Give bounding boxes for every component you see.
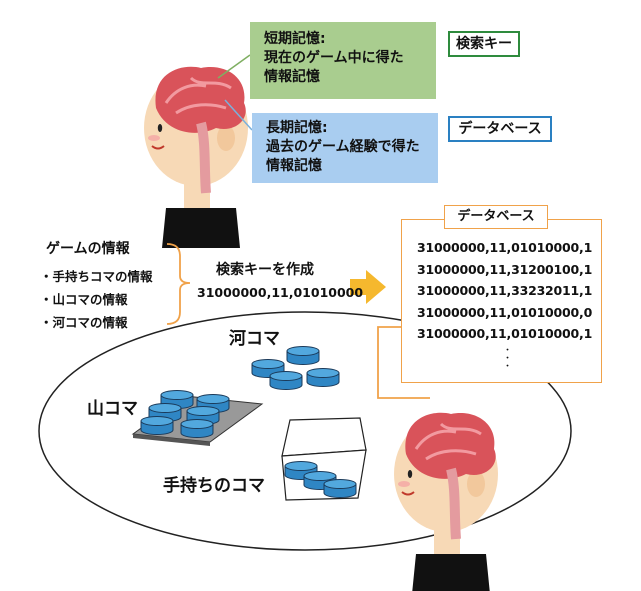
game-info-title: ゲームの情報 bbox=[46, 241, 130, 257]
long-term-connector bbox=[224, 99, 253, 131]
database-row: 31000000,11,01010000,0 bbox=[417, 304, 593, 320]
database-tag: データベース bbox=[448, 116, 552, 142]
bottom-head-illustration bbox=[394, 413, 498, 591]
river-tiles bbox=[251, 346, 340, 390]
mountain-label: 山コマ bbox=[87, 399, 138, 419]
database-panel-title: データベース bbox=[444, 205, 548, 229]
database-row: 31000000,11,33232011,1 bbox=[417, 283, 593, 298]
short-term-line: 短期記憶: bbox=[264, 31, 326, 47]
short-term-line: 現在のゲーム中に得た bbox=[264, 50, 404, 66]
search-key-value: 31000000,11,01010000 bbox=[197, 285, 364, 300]
long-term-memory-box: 長期記憶: 過去のゲーム経験で得た 情報記憶 bbox=[252, 113, 438, 183]
arrow-icon bbox=[350, 270, 386, 304]
game-board-ellipse bbox=[38, 311, 572, 551]
long-term-line: 情報記憶 bbox=[266, 158, 322, 174]
database-panel: 31000000,11,01010000,1 31000000,11,31200… bbox=[401, 219, 602, 383]
long-term-line: 過去のゲーム経験で得た bbox=[266, 139, 420, 155]
hand-label: 手持ちのコマ bbox=[163, 476, 265, 496]
game-info-item: ・手持ちコマの情報 bbox=[40, 269, 153, 284]
database-tag-label: データベース bbox=[458, 121, 542, 137]
game-info-item: ・河コマの情報 bbox=[40, 315, 128, 330]
short-term-memory-box: 短期記憶: 現在のゲーム中に得た 情報記憶 bbox=[250, 22, 436, 99]
top-head-illustration bbox=[144, 67, 248, 248]
game-info-brace bbox=[166, 243, 191, 325]
search-key-tag: 検索キー bbox=[448, 31, 520, 57]
short-term-connector bbox=[217, 54, 251, 79]
search-key-tag-label: 検索キー bbox=[456, 36, 512, 52]
short-term-line: 情報記憶 bbox=[264, 69, 320, 85]
database-panel-title-label: データベース bbox=[457, 209, 535, 224]
database-row: 31000000,11,01010000,1 bbox=[417, 240, 593, 255]
database-row: 31000000,11,01010000,1 bbox=[417, 326, 593, 341]
search-key-title: 検索キーを作成 bbox=[216, 262, 314, 278]
database-ellipsis: ・ ・ ・ bbox=[503, 345, 513, 372]
river-label: 河コマ bbox=[225, 324, 284, 349]
game-info-item: ・山コマの情報 bbox=[40, 292, 128, 307]
long-term-line: 長期記憶: bbox=[266, 120, 328, 136]
database-callout-line bbox=[377, 326, 430, 399]
database-row: 31000000,11,31200100,1 bbox=[417, 261, 593, 277]
